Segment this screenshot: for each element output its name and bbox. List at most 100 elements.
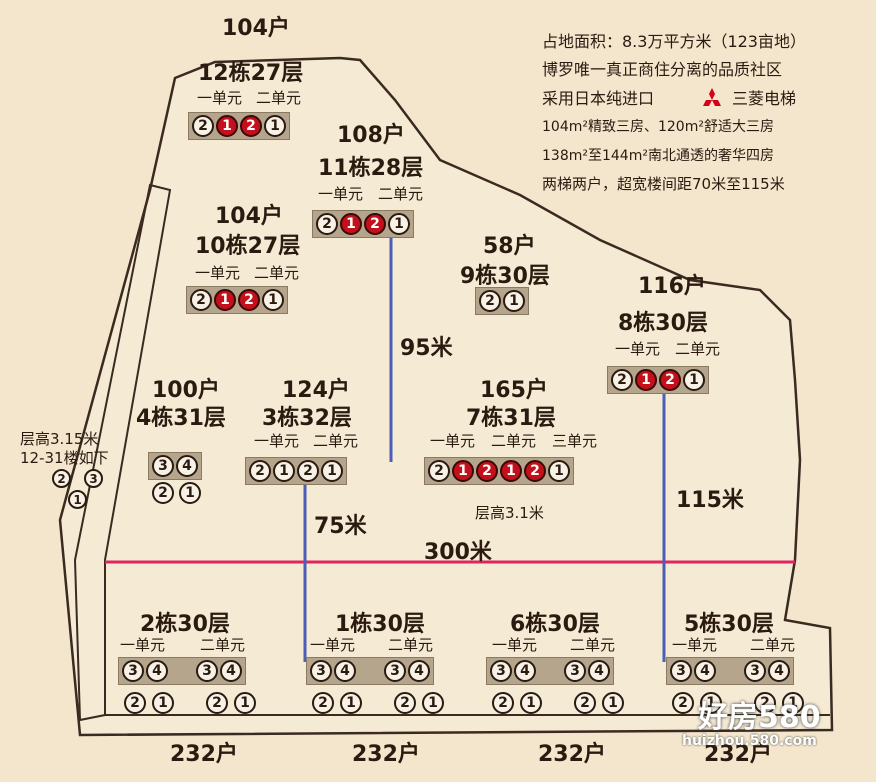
apt-3: 3 xyxy=(122,660,144,682)
apt-2-highlight: 2 xyxy=(476,460,498,482)
building-3-households: 124户 xyxy=(282,378,350,403)
apt-3: 3 xyxy=(310,660,332,682)
apt-1-highlight: 1 xyxy=(635,369,657,391)
info-community: 博罗唯一真正商住分离的品质社区 xyxy=(542,60,783,79)
building-5-households: 232户 xyxy=(704,742,772,767)
building-4-block-lower: 2 1 xyxy=(152,482,201,504)
distance-label-95: 95米 xyxy=(400,336,453,361)
apt-1-highlight: 1 xyxy=(216,115,238,137)
apt-4: 4 xyxy=(514,660,536,682)
apt-3: 3 xyxy=(152,455,174,477)
building-7-unit1: 一单元 xyxy=(430,432,476,450)
building-3-unit1: 一单元 xyxy=(254,432,300,450)
apt-4: 4 xyxy=(408,660,430,682)
building-9-title: 9栋30层 xyxy=(460,264,550,289)
apt-1-highlight: 1 xyxy=(500,460,522,482)
building-12-households: 104户 xyxy=(222,16,290,41)
apt-2: 2 xyxy=(672,692,694,714)
building-5-unit1: 一单元 xyxy=(672,636,718,654)
apt-4: 4 xyxy=(768,660,790,682)
info-elevator-prefix: 采用日本纯进口 xyxy=(542,89,655,108)
apt-1: 1 xyxy=(782,692,804,714)
apt-2: 2 xyxy=(190,289,212,311)
distance-label-300: 300米 xyxy=(424,540,492,565)
building-6-unit1: 一单元 xyxy=(492,636,538,654)
floor-height-note-sub: 12-31楼如下 xyxy=(20,449,109,467)
apt-2: 2 xyxy=(312,692,334,714)
apt-1-highlight: 1 xyxy=(340,213,362,235)
building-6-unit2: 二单元 xyxy=(570,636,616,654)
building-1-title: 1栋30层 xyxy=(335,612,425,637)
apt-2: 2 xyxy=(428,460,450,482)
apt-1: 1 xyxy=(340,692,362,714)
apt-1: 1 xyxy=(388,213,410,235)
building-9-block: 2 1 xyxy=(475,287,529,315)
apt-1-highlight: 1 xyxy=(214,289,236,311)
building-11-households: 108户 xyxy=(337,123,405,148)
building-11-unit1: 一单元 xyxy=(318,185,364,203)
apt-1: 1 xyxy=(321,460,343,482)
building-1-block-upper: 3 4 3 4 xyxy=(306,657,434,685)
building-2-households: 232户 xyxy=(170,742,238,767)
building-4-block-upper: 3 4 xyxy=(148,452,202,480)
apt-3: 3 xyxy=(490,660,512,682)
apt-1: 1 xyxy=(264,115,286,137)
building-3-title: 3栋32层 xyxy=(262,406,352,431)
building-10-title: 10栋27层 xyxy=(195,234,301,259)
building-9-households: 58户 xyxy=(483,234,536,259)
apt-3: 3 xyxy=(744,660,766,682)
legend-apt-1: 1 xyxy=(68,490,87,509)
building-12-unit1: 一单元 xyxy=(197,89,243,107)
building-1-households: 232户 xyxy=(352,742,420,767)
building-5-title: 5栋30层 xyxy=(684,612,774,637)
building-6-title: 6栋30层 xyxy=(510,612,600,637)
building-7-unit2: 二单元 xyxy=(491,432,537,450)
building-5-unit2: 二单元 xyxy=(750,636,796,654)
building-2-block-lower: 2 1 2 1 xyxy=(124,692,256,714)
building-2-block-upper: 3 4 3 4 xyxy=(118,657,246,685)
apt-3: 3 xyxy=(670,660,692,682)
apt-2-highlight: 2 xyxy=(364,213,386,235)
apt-1-highlight: 1 xyxy=(452,460,474,482)
apt-1: 1 xyxy=(602,692,624,714)
mitsubishi-logo-icon xyxy=(703,88,721,106)
apt-2-highlight: 2 xyxy=(524,460,546,482)
building-1-unit1: 一单元 xyxy=(310,636,356,654)
apt-1: 1 xyxy=(273,460,295,482)
apt-2: 2 xyxy=(479,290,501,312)
apt-2: 2 xyxy=(394,692,416,714)
info-layout-2: 138m²至144m²南北通透的奢华四房 xyxy=(542,148,774,164)
building-2-unit2: 二单元 xyxy=(200,636,246,654)
apt-1: 1 xyxy=(234,692,256,714)
lot-boundary xyxy=(58,56,834,737)
building-3-unit2: 二单元 xyxy=(313,432,359,450)
apt-2: 2 xyxy=(574,692,596,714)
building-8-households: 116户 xyxy=(638,274,706,299)
distance-label-115: 115米 xyxy=(676,488,744,513)
legend-apt-2: 2 xyxy=(52,469,71,488)
apt-1: 1 xyxy=(683,369,705,391)
distance-label-75: 75米 xyxy=(314,514,367,539)
apt-2-highlight: 2 xyxy=(659,369,681,391)
apt-2: 2 xyxy=(249,460,271,482)
building-10-block: 2 1 2 1 xyxy=(186,286,288,314)
apt-2: 2 xyxy=(611,369,633,391)
building-4-households: 100户 xyxy=(152,378,220,403)
apt-4: 4 xyxy=(334,660,356,682)
apt-2: 2 xyxy=(297,460,319,482)
apt-2: 2 xyxy=(316,213,338,235)
apt-1: 1 xyxy=(700,692,722,714)
watermark-url: huizhou.580.com xyxy=(682,733,817,749)
apt-1: 1 xyxy=(520,692,542,714)
apt-2: 2 xyxy=(192,115,214,137)
building-12-block: 2 1 2 1 xyxy=(188,112,290,140)
apt-1: 1 xyxy=(179,482,201,504)
apt-4: 4 xyxy=(588,660,610,682)
building-11-title: 11栋28层 xyxy=(318,156,424,181)
building-7-unit3: 三单元 xyxy=(552,432,598,450)
building-7-title: 7栋31层 xyxy=(466,406,556,431)
building-6-households: 232户 xyxy=(538,742,606,767)
building-6-block-lower: 2 1 2 1 xyxy=(492,692,624,714)
building-8-unit1: 一单元 xyxy=(615,340,661,358)
